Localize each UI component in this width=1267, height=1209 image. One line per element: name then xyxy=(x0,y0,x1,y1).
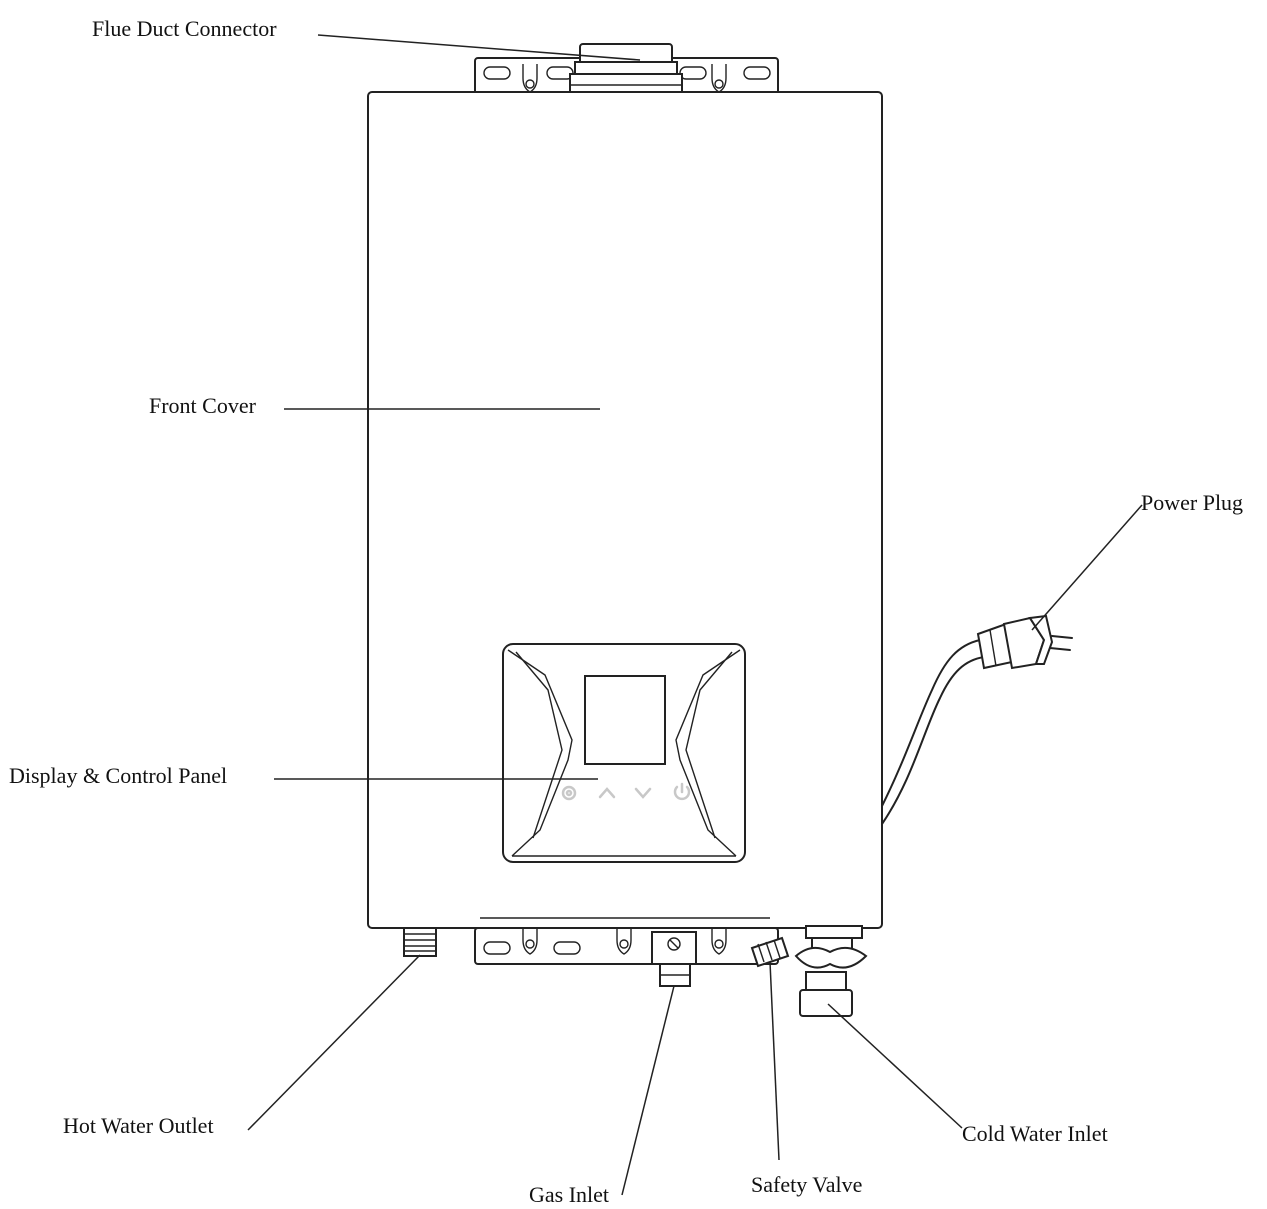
bottom-mounting-bracket xyxy=(474,927,779,965)
hot-water-outlet-fitting xyxy=(403,927,437,957)
power-icon xyxy=(673,782,691,801)
front-cover xyxy=(367,91,883,929)
safety-valve-fitting xyxy=(750,936,790,968)
power-cord xyxy=(881,639,985,825)
label-front-cover: Front Cover xyxy=(149,393,257,418)
leader-lines xyxy=(247,34,1143,1196)
flue-duct-connector xyxy=(569,43,683,97)
gas-inlet-fitting xyxy=(651,931,697,987)
label-flue-duct-connector: Flue Duct Connector xyxy=(92,16,277,41)
display-control-panel xyxy=(502,643,746,863)
power-plug xyxy=(976,614,1073,670)
label-gas-inlet: Gas Inlet xyxy=(529,1182,609,1207)
label-hot-water-outlet: Hot Water Outlet xyxy=(63,1113,214,1138)
label-safety-valve: Safety Valve xyxy=(751,1172,862,1197)
up-arrow-icon xyxy=(598,787,616,799)
label-power-plug: Power Plug xyxy=(1141,490,1243,515)
label-cold-water-inlet: Cold Water Inlet xyxy=(962,1121,1108,1146)
display-screen xyxy=(584,675,666,765)
down-arrow-icon xyxy=(634,787,652,799)
cold-water-inlet-fitting xyxy=(794,925,868,1017)
wifi-icon xyxy=(561,785,577,801)
label-display-control-panel: Display & Control Panel xyxy=(9,763,227,788)
